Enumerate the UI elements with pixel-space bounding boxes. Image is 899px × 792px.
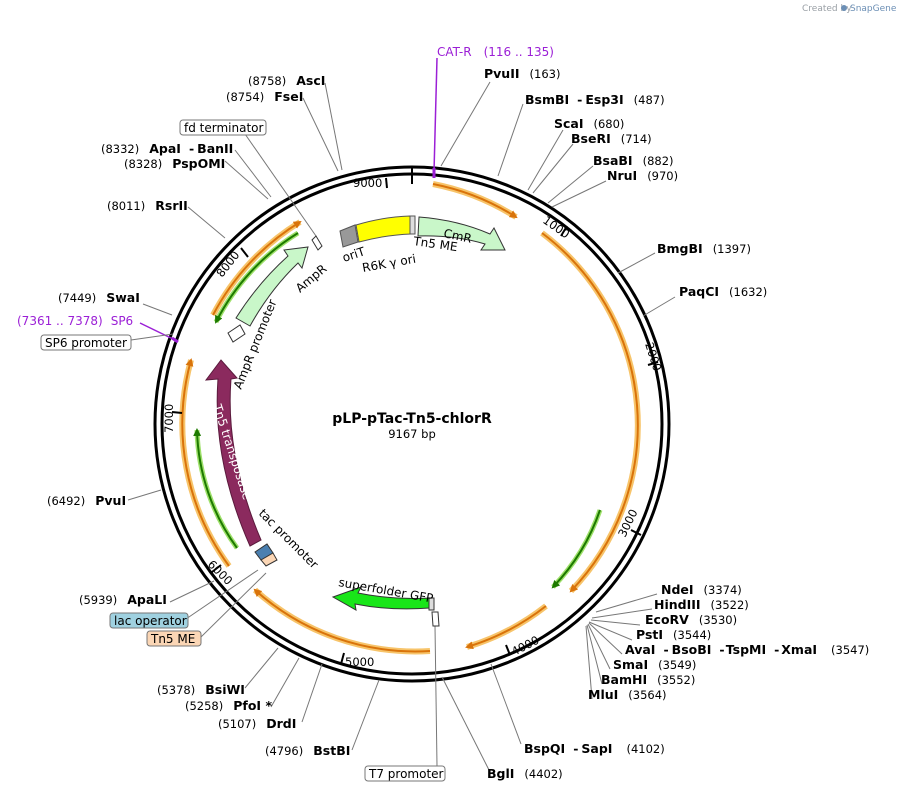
site-label: (8328)PspOMI <box>124 156 225 171</box>
site-label: BglI(4402) <box>487 766 563 781</box>
feature-label: lac operator <box>114 614 187 628</box>
site-labels: PvuII(163) BsmBI-Esp3I(487) ScaI(680) Bs… <box>47 66 869 781</box>
feature-tn5-transposase <box>204 359 262 547</box>
box-sp6-promoter: SP6 promoter <box>40 333 174 351</box>
site-label: PvuII(163) <box>484 66 560 81</box>
site-label: BseRI(714) <box>571 131 652 146</box>
feature-cmr <box>417 216 506 251</box>
site-label: (8754)FseI <box>226 89 303 104</box>
site-label: (5378)BsiWI <box>157 682 245 697</box>
site-label: BsmBI-Esp3I(487) <box>525 92 665 107</box>
primer-label: CAT-R(116 .. 135) <box>437 45 554 59</box>
feature-label: Tn5 ME <box>412 234 459 254</box>
orf-arcs <box>179 181 641 655</box>
tick-marks <box>171 168 659 665</box>
tick-label: 5000 <box>345 655 374 669</box>
credit-prefix: Created by <box>802 4 852 14</box>
site-label: BsaBI(882) <box>593 153 674 168</box>
site-label: NruI(970) <box>607 168 678 183</box>
primer-sp6: (7361 .. 7378)SP6 <box>17 314 179 344</box>
tick-label: 9000 <box>353 176 382 190</box>
site-label: EcoRV(3530) <box>645 612 737 627</box>
box-fd-terminator: fd terminator <box>179 119 317 237</box>
feature-label: SP6 promoter <box>45 336 127 350</box>
site-label: HindIII(3522) <box>654 597 749 612</box>
feature-label: Tn5 ME <box>150 632 195 646</box>
site-label: (8758)AscI <box>248 73 325 88</box>
site-label: (4796)BstBI <box>265 743 350 758</box>
site-label: MluI(3564) <box>588 687 667 702</box>
plasmid-center: pLP-pTac-Tn5-chlorR 9167 bp <box>332 411 492 441</box>
tick-label: 2000 <box>642 341 664 373</box>
site-label: (8011)RsrII <box>107 198 188 213</box>
feature-label: CmR <box>442 226 473 246</box>
feature-label: fd terminator <box>184 121 263 135</box>
site-label: (6492)PvuI <box>47 493 126 508</box>
orf-arc-line <box>432 183 518 219</box>
box-lac-operator: lac operator <box>109 569 259 629</box>
feature-r6k-ori <box>355 215 416 243</box>
site-label: BmgBI(1397) <box>657 241 751 256</box>
feature-t7-marker <box>431 611 440 627</box>
site-label: ScaI(680) <box>554 116 624 131</box>
feature-label: oriT <box>341 244 368 265</box>
feature-tac-promoter <box>254 543 278 567</box>
site-label: (5107)DrdI <box>218 716 296 731</box>
site-label: (8332)ApaI-BanII <box>101 141 233 156</box>
feature-label: AmpR <box>293 262 329 296</box>
site-label: SmaI(3549) <box>613 657 696 672</box>
site-label: (5258)PfoI * <box>185 698 272 713</box>
primer-label: (7361 .. 7378)SP6 <box>17 314 133 328</box>
feature-ampr <box>235 246 309 327</box>
tick-label: 7000 <box>162 404 176 433</box>
site-label: BspQI-SapI(4102) <box>524 741 665 756</box>
primer-cat-r: CAT-R(116 .. 135) <box>432 45 554 178</box>
site-label: PstI(3544) <box>636 627 711 642</box>
feature-label: R6K γ ori <box>361 252 417 275</box>
site-leaders <box>127 81 676 771</box>
feature-label: T7 promoter <box>368 767 444 781</box>
feature-ampr-promoter <box>227 324 246 343</box>
site-label: AvaI-BsoBI-TspMI-XmaI(3547) <box>625 642 869 657</box>
box-t7-promoter: T7 promoter <box>364 625 446 782</box>
snapgene-credit: Created by SnapGene <box>802 4 897 14</box>
box-tn5-me: Tn5 ME <box>146 572 267 647</box>
plasmid-name: pLP-pTac-Tn5-chlorR <box>332 411 492 427</box>
feature-superfolder-gfp <box>331 586 435 611</box>
orf-arc <box>432 181 518 220</box>
site-label: (7449)SwaI <box>58 290 140 305</box>
plasmid-size: 9167 bp <box>388 427 436 441</box>
credit-brand: SnapGene <box>850 4 897 14</box>
site-label: NdeI(3374) <box>661 582 742 597</box>
site-label: (5939)ApaLI <box>79 592 167 607</box>
snapgene-logo-icon <box>841 5 847 11</box>
site-label: PaqCI(1632) <box>679 284 767 299</box>
feature-fd-terminator-marker <box>311 235 323 251</box>
feature-orit <box>339 224 359 248</box>
site-label: BamHI(3552) <box>601 672 695 687</box>
